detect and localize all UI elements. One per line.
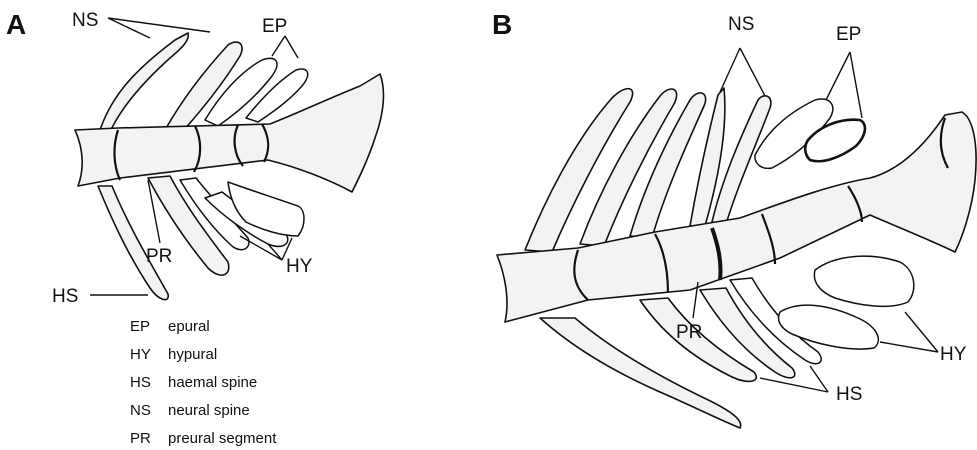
panel-b-label-hs: HS [836,384,862,405]
legend-entry: HS haemal spine [130,374,257,391]
legend-entry: EP epural [130,318,210,335]
panel-b-ns-leader [720,48,765,96]
panel-a: A NS EP PR HS HY [6,9,383,307]
legend: EP epural HY hypural HS haemal spine NS … [130,318,277,447]
legend-term: epural [168,318,210,335]
panel-b-label-hy: HY [940,344,967,365]
panel-a-label-pr: PR [146,246,172,267]
panel-b-label-ep: EP [836,24,861,45]
legend-abbr: HS [130,374,151,391]
legend-abbr: EP [130,318,150,335]
panel-b-hy-leader [880,312,938,352]
panel-b-label-ns: NS [728,14,754,35]
panel-a-label-hy: HY [286,256,313,277]
panel-b: B NS EP PR HS [492,9,976,428]
panel-a-ns-leader [108,18,210,38]
legend-entry: HY hypural [130,346,217,363]
panel-b-hypural-1 [814,256,913,306]
panel-b-label-pr: PR [676,322,702,343]
panel-a-ep-leader [272,36,298,58]
legend-term: hypural [168,346,217,363]
panel-b-haemal-spine-1 [540,318,741,428]
panel-a-label-hs: HS [52,286,78,307]
legend-term: preural segment [168,430,277,447]
legend-term: haemal spine [168,374,257,391]
panel-a-haemal-spine-1 [98,186,168,300]
legend-term: neural spine [168,402,250,419]
panel-a-letter: A [6,9,26,40]
legend-entry: PR preural segment [130,430,277,447]
panel-b-letter: B [492,9,512,40]
legend-abbr: HY [130,346,151,363]
legend-abbr: NS [130,402,151,419]
panel-a-label-ep: EP [262,16,287,37]
panel-a-label-ns: NS [72,10,98,31]
legend-entry: NS neural spine [130,402,250,419]
legend-abbr: PR [130,430,151,447]
